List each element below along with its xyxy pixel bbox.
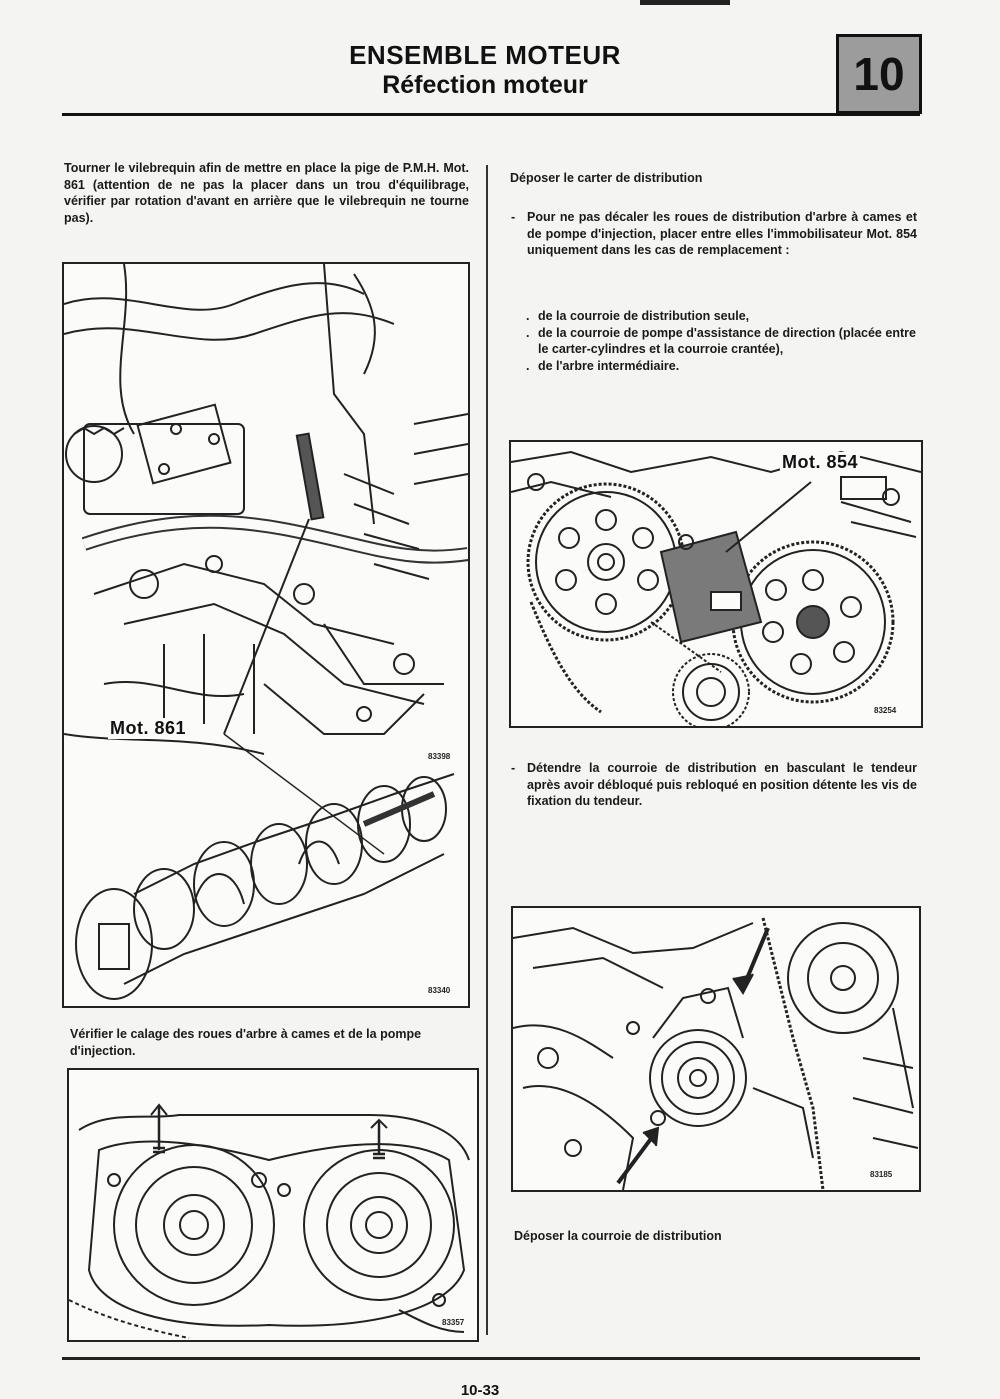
title-line-1: ENSEMBLE MOTEUR xyxy=(349,40,621,70)
tool-label-mot-854: Mot. 854 xyxy=(780,452,861,473)
bullet-dash: - xyxy=(511,761,516,775)
section-number-badge: 10 xyxy=(836,34,922,114)
figure-mot-854-immobiliser xyxy=(509,440,923,728)
page-title: ENSEMBLE MOTEUR Réfection moteur xyxy=(300,40,670,100)
step-remove-timing-cover: Déposer le carter de distribution xyxy=(510,171,703,185)
replacement-cases-list: .de la courroie de distribution seule, .… xyxy=(526,308,916,374)
list-item: .de la courroie de pompe d'assistance de… xyxy=(526,325,916,357)
list-item: .de la courroie de distribution seule, xyxy=(526,309,750,323)
step-immobiliser-intro: - Pour ne pas décaler les roues de distr… xyxy=(511,209,917,259)
list-item: .de l'arbre intermédiaire. xyxy=(526,358,680,373)
page-number: 10-33 xyxy=(460,1382,500,1399)
step-slacken-belt: - Détendre la courroie de distribution e… xyxy=(511,760,917,810)
figure-belt-tensioner xyxy=(511,906,921,1192)
figure-ref-83185: 83185 xyxy=(870,1170,893,1179)
title-line-2: Réfection moteur xyxy=(382,71,588,99)
step-slacken-belt-text: Détendre la courroie de distribution en … xyxy=(527,761,917,808)
step-immobiliser-text: Pour ne pas décaler les roues de distrib… xyxy=(527,210,917,257)
figure-ref-83254: 83254 xyxy=(874,706,897,715)
tensioner-illustration xyxy=(513,917,919,1190)
check-timing-paragraph: Vérifier le calage des roues d'arbre à c… xyxy=(70,1027,422,1058)
bullet-dash: - xyxy=(511,210,516,224)
footer-rule xyxy=(62,1357,920,1360)
crankshaft-engine-illustration xyxy=(64,264,468,1000)
intro-paragraph: Tourner le vilebrequin afin de mettre en… xyxy=(64,161,469,225)
figure-ref-83357: 83357 xyxy=(442,1318,465,1327)
camshaft-injection-pulleys-illustration xyxy=(511,450,921,726)
figure-ref-83340: 83340 xyxy=(428,986,451,995)
column-divider xyxy=(486,165,488,1335)
top-registration-mark xyxy=(640,0,730,5)
figure-ref-83398: 83398 xyxy=(428,752,451,761)
step-remove-belt: Déposer la courroie de distribution xyxy=(514,1229,722,1243)
timing-cover-illustration xyxy=(69,1103,470,1339)
figure-timing-marks xyxy=(67,1068,479,1342)
header-rule xyxy=(62,113,920,116)
tool-label-mot-861: Mot. 861 xyxy=(108,718,189,739)
figure-crankshaft-tdc-pin xyxy=(62,262,470,1008)
